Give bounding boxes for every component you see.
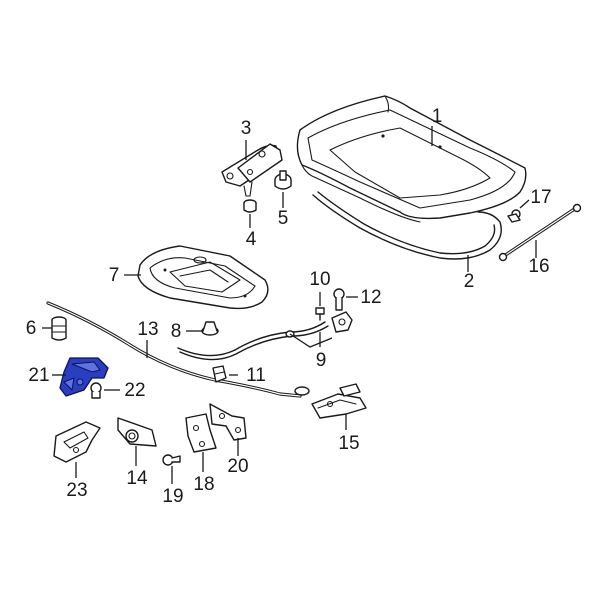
part-bumper-6[interactable] — [51, 316, 67, 341]
part-bolt-5[interactable] — [274, 170, 292, 190]
callout-9: 9 — [316, 350, 327, 371]
callout-1: 1 — [432, 106, 443, 127]
callout-5: 5 — [278, 208, 289, 229]
part-insulator[interactable] — [137, 245, 269, 310]
callout-labels: 1 2 3 4 5 6 7 8 9 10 11 12 13 14 15 16 1… — [26, 106, 552, 507]
callout-12: 12 — [360, 287, 381, 308]
callout-17: 17 — [530, 187, 551, 208]
part-bracket-23[interactable] — [53, 421, 101, 463]
part-bumper-4[interactable] — [243, 199, 257, 213]
part-latch-highlighted[interactable] — [59, 357, 109, 397]
part-bolt-10[interactable] — [315, 307, 325, 321]
callout-14: 14 — [126, 468, 148, 489]
callout-11: 11 — [246, 365, 266, 386]
part-bracket-9[interactable] — [331, 311, 353, 333]
callout-8: 8 — [171, 321, 182, 342]
part-hood-seal[interactable] — [312, 191, 502, 260]
part-ball-stud[interactable] — [507, 209, 521, 223]
callout-7: 7 — [109, 265, 120, 286]
part-clip-8[interactable] — [201, 321, 219, 336]
callout-18: 18 — [193, 474, 214, 495]
callout-4: 4 — [246, 229, 257, 250]
callout-22: 22 — [124, 380, 145, 401]
part-lift-support[interactable] — [498, 203, 582, 262]
callout-21: 21 — [28, 365, 49, 386]
part-bracket-20[interactable] — [209, 403, 247, 441]
callout-19: 19 — [162, 486, 183, 507]
callout-2: 2 — [464, 271, 475, 292]
part-sensor-14[interactable] — [117, 417, 157, 447]
callout-10: 10 — [309, 269, 330, 290]
part-clip-11[interactable] — [212, 365, 227, 383]
part-bracket-18[interactable] — [185, 413, 217, 453]
part-bolt-19[interactable] — [162, 454, 181, 466]
callout-15: 15 — [338, 433, 359, 454]
part-bolt-12[interactable] — [333, 288, 345, 311]
part-bolt-22[interactable] — [90, 382, 102, 399]
callout-3: 3 — [241, 118, 252, 139]
part-hinge[interactable] — [221, 143, 283, 197]
callout-16: 16 — [528, 256, 549, 277]
callout-20: 20 — [227, 456, 248, 477]
callout-13: 13 — [137, 319, 158, 340]
callout-6: 6 — [26, 318, 37, 339]
part-release-cable[interactable] — [46, 301, 310, 398]
part-hood[interactable] — [296, 95, 527, 223]
part-release-handle[interactable] — [311, 383, 367, 419]
part-cable-9[interactable] — [177, 321, 329, 361]
callout-23: 23 — [66, 480, 87, 501]
